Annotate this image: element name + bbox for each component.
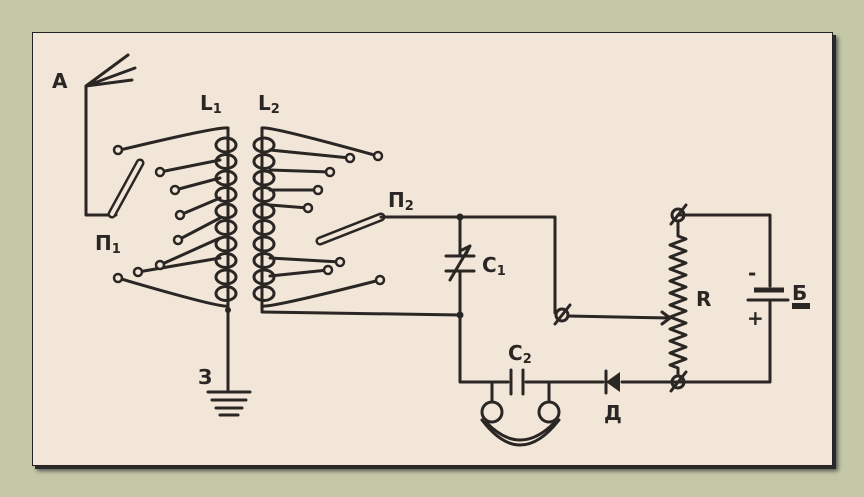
coil-tap [268, 203, 310, 210]
wire [260, 213, 772, 384]
coil-tap [176, 216, 222, 242]
contact-point [154, 259, 166, 271]
coil-loop [214, 202, 238, 220]
battery-label: Б [792, 281, 807, 305]
contact-point [344, 152, 356, 164]
coil-loop [252, 252, 276, 269]
coil-l2 [252, 126, 382, 312]
contact-point [334, 256, 346, 268]
coil-loop [252, 169, 276, 187]
capacitor-c2 [509, 368, 525, 396]
capacitor-c1 [444, 213, 476, 319]
contact-point [372, 150, 384, 162]
coil-tap [158, 236, 222, 267]
coil-loop [214, 136, 238, 154]
switch-p1 [107, 158, 145, 219]
coil-tap [268, 256, 342, 264]
coil-tap [136, 256, 222, 274]
rheostat-label: R [696, 287, 711, 311]
coil-loop [214, 186, 238, 203]
coil-tap [268, 148, 352, 160]
coil-tap [178, 196, 222, 217]
terminal-icons [553, 203, 688, 393]
headphones-icon [480, 380, 561, 447]
coil-loop [214, 219, 238, 236]
coil-tap [268, 168, 332, 174]
coil-loop [252, 219, 276, 236]
contact-point [132, 266, 144, 278]
contact-point [324, 166, 336, 178]
rheostat-r [566, 220, 688, 377]
diode-icon [604, 369, 620, 395]
coil-tap [260, 126, 380, 158]
battery-icon [746, 287, 810, 309]
contact-point [169, 184, 181, 196]
contact-point [312, 184, 324, 196]
coil-tap [260, 278, 382, 308]
capacitor-c1-label: C1 [482, 253, 506, 279]
coil-loop [252, 202, 276, 220]
coil-loop [214, 252, 238, 269]
coil-tap [268, 268, 330, 278]
coil-loop [252, 136, 276, 154]
coil-loop [214, 268, 238, 286]
battery-minus-label: - [748, 261, 756, 285]
coil-l1-label: L1 [200, 91, 222, 117]
coil-loop [214, 235, 238, 253]
contact-point [154, 166, 166, 178]
contact-point [322, 264, 334, 276]
diagram-paper [32, 32, 833, 466]
contact-point [302, 202, 314, 214]
coil-loop [252, 235, 276, 253]
battery-plus-label: + [747, 306, 764, 330]
coil-loop [252, 153, 276, 170]
contact-point [112, 144, 124, 156]
capacitor-c2-label: C2 [508, 341, 532, 367]
coil-tap [158, 158, 222, 174]
ground-label: З [198, 365, 212, 389]
coil-l1 [116, 126, 238, 312]
contact-point [172, 234, 184, 246]
coil-l2-label: L2 [258, 91, 280, 117]
coil-tap [173, 176, 222, 192]
switch-p1-label: П1 [95, 231, 121, 257]
antenna-label: A [52, 69, 68, 93]
switch-p2-label: П2 [388, 188, 414, 214]
coil-loop [252, 285, 276, 302]
contact-point [174, 209, 186, 221]
coil-loop [214, 285, 238, 302]
coil-taps [112, 144, 386, 286]
switch-p2 [315, 212, 386, 246]
antenna-icon [84, 53, 137, 217]
coil-loop [252, 186, 276, 203]
ground-icon [206, 306, 252, 417]
coil-tap [118, 126, 230, 152]
coil-tap [116, 276, 230, 308]
contact-point [112, 272, 124, 284]
diode-label: Д [604, 401, 622, 425]
contact-point [374, 274, 386, 286]
